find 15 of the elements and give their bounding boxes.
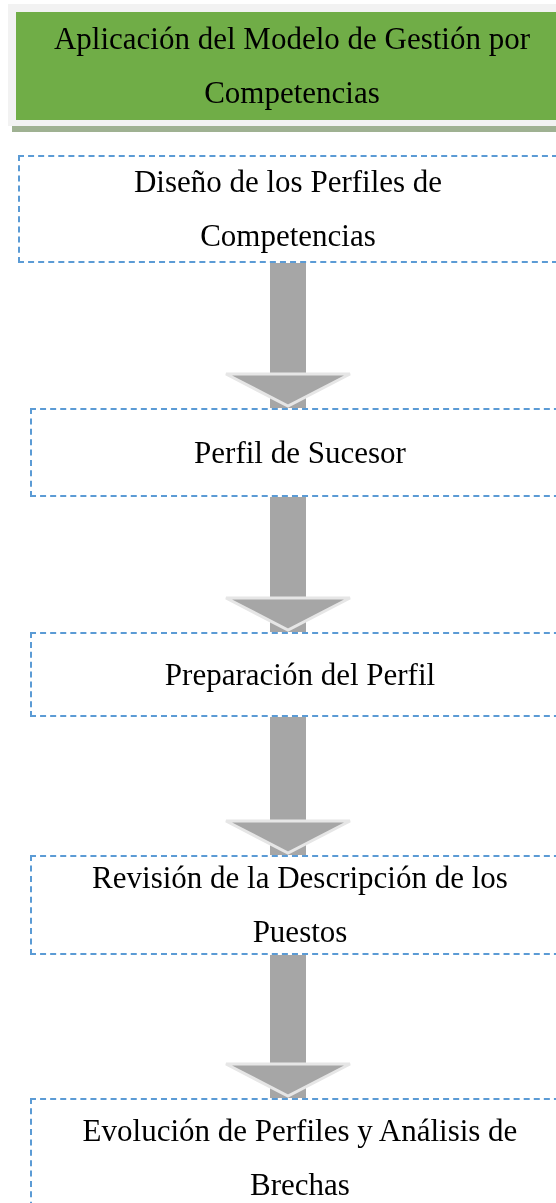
step-box — [30, 855, 556, 955]
step-label: Revisión de la Descripción de los Puestos — [91, 859, 509, 951]
block-arrow — [224, 955, 352, 1098]
step-label: Perfil de Sucesor — [194, 433, 406, 472]
step-box — [30, 1098, 556, 1203]
block-arrow — [224, 717, 352, 855]
step-label: Preparación del Perfil — [164, 655, 436, 694]
step-label: Diseño de los Perfiles de Competencias — [132, 163, 444, 255]
step-box — [30, 632, 556, 717]
step-box — [30, 408, 556, 497]
block-arrow — [224, 263, 352, 408]
step-label: Aplicación del Modelo de Gestión por Competencias — [52, 20, 532, 112]
block-arrow — [224, 497, 352, 632]
step-label: Evolución de Perfiles y Análisis de Brechas — [81, 1112, 519, 1203]
step-box — [18, 155, 556, 263]
